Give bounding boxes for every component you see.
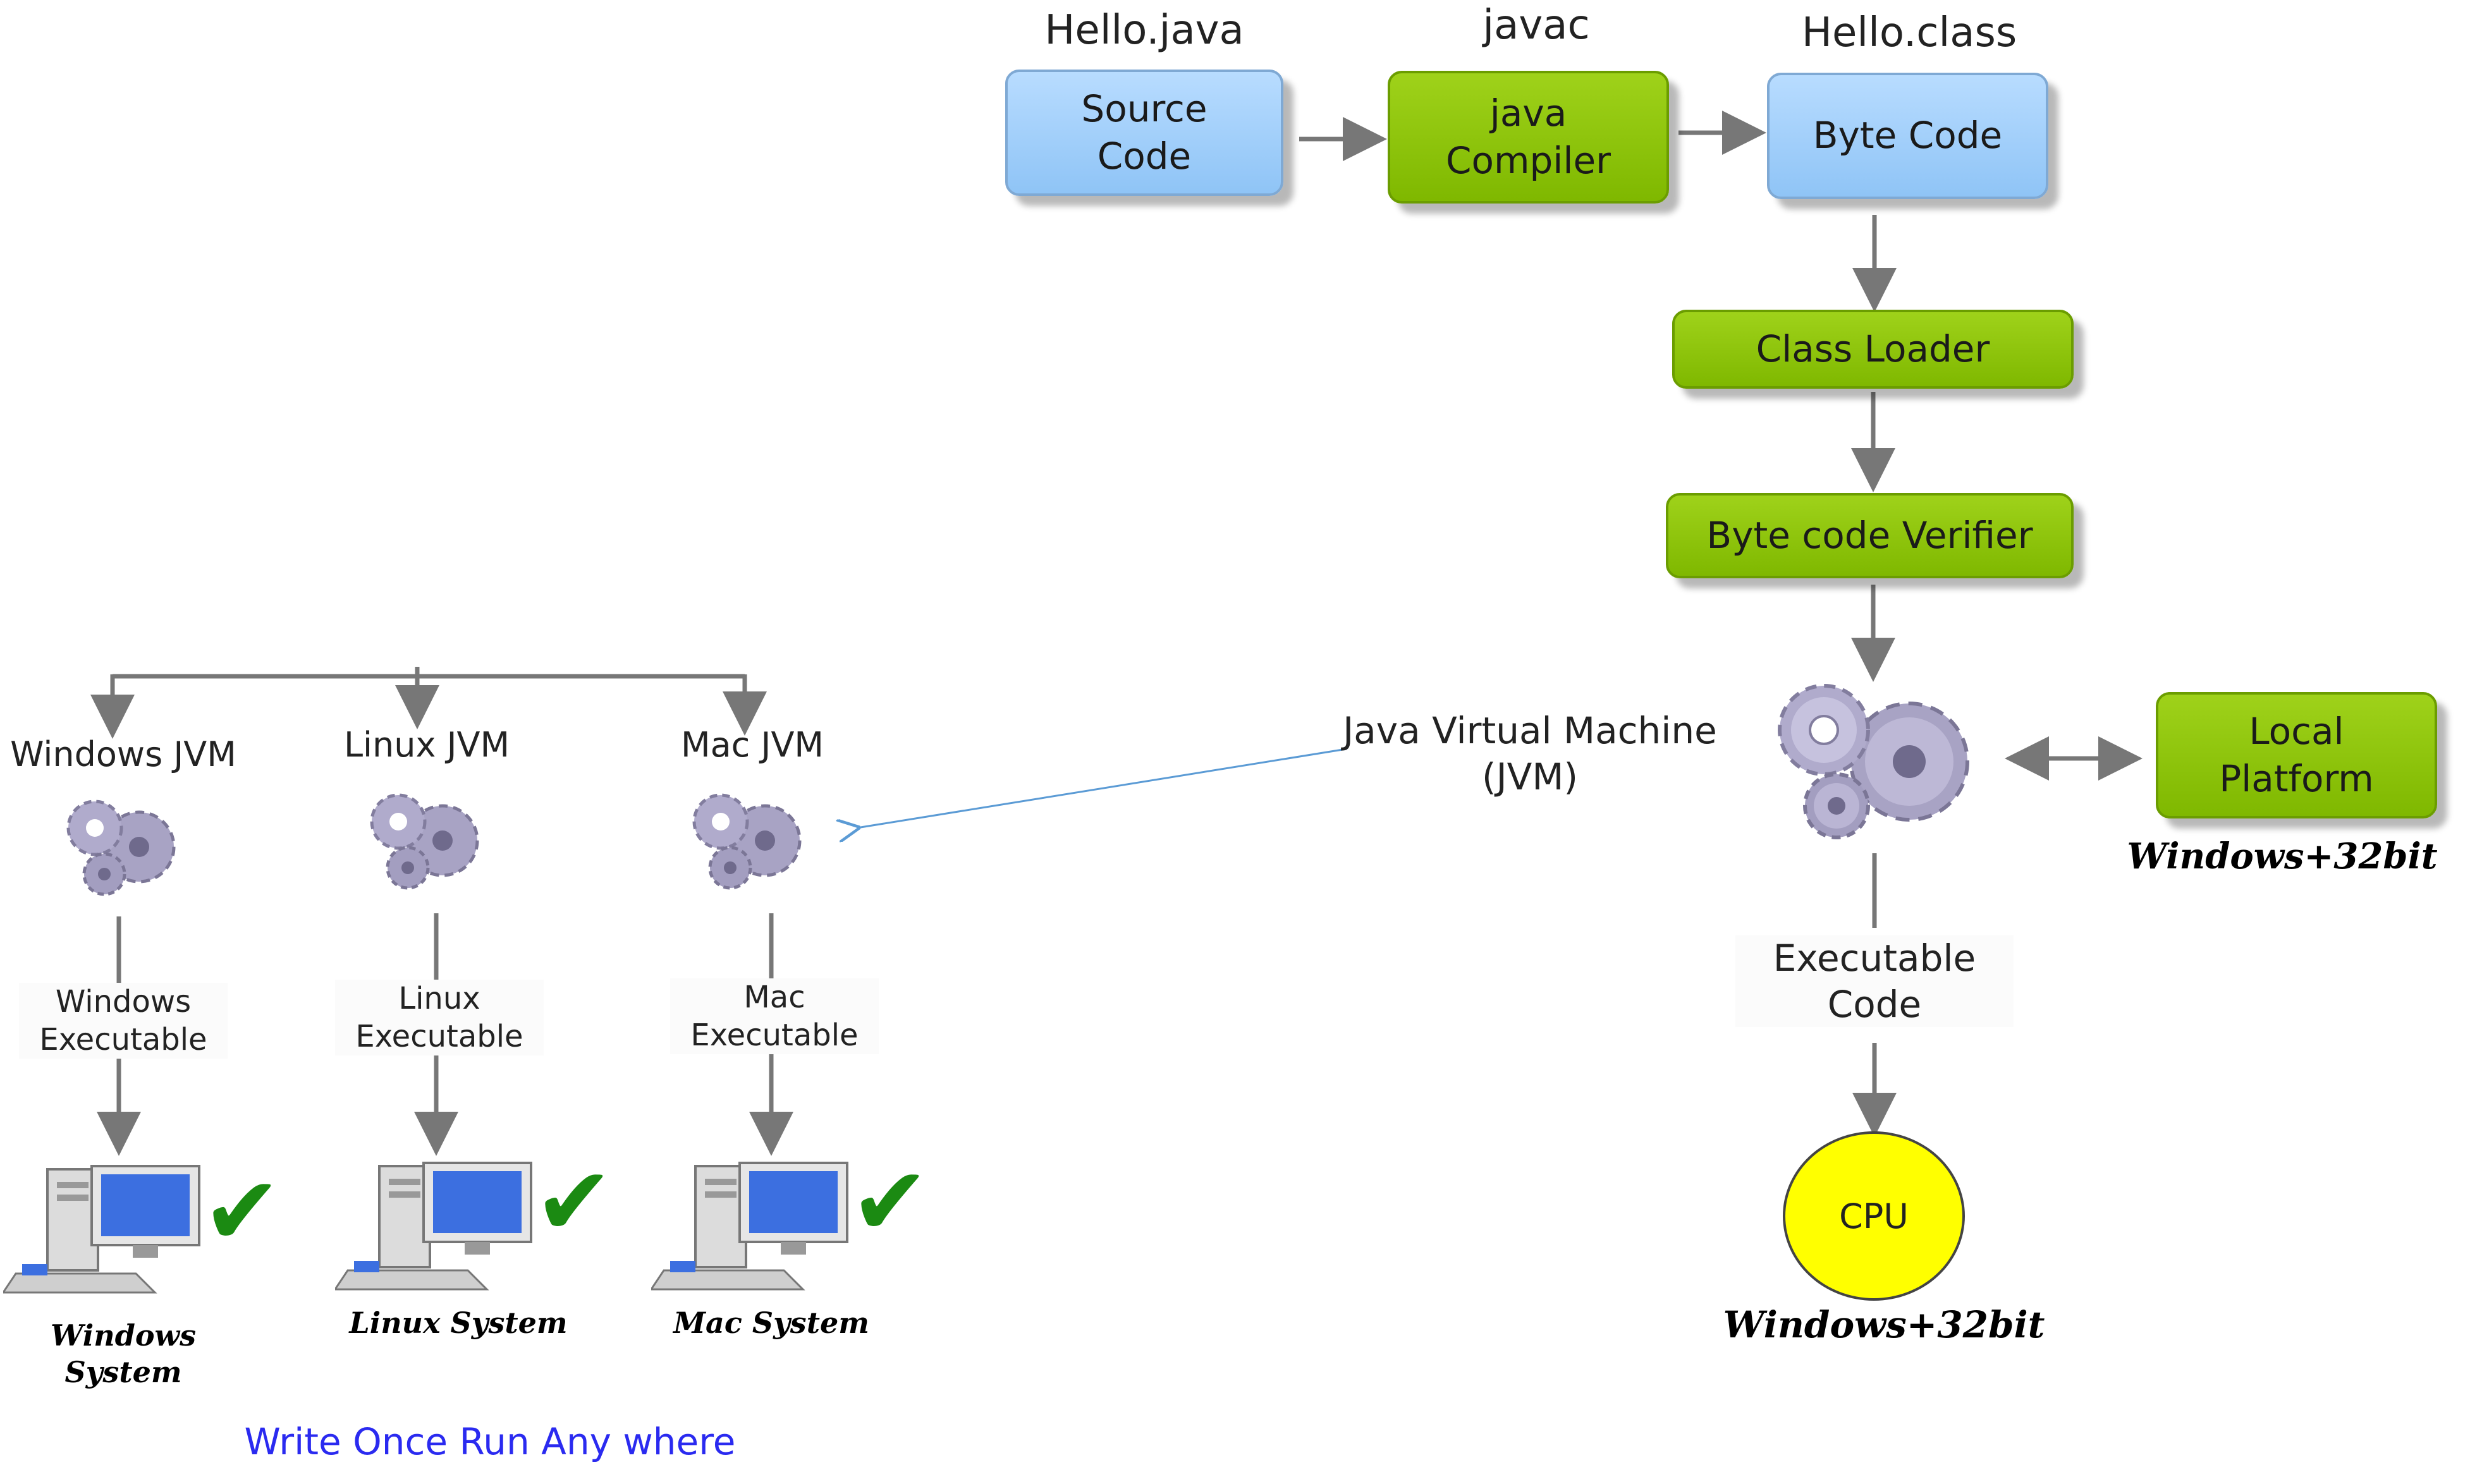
java-compiler-label: java Compiler <box>1445 91 1611 182</box>
gear-large <box>1849 702 1969 822</box>
java-compiler-box: java Compiler <box>1388 71 1669 204</box>
linux-system-caption: Linux System <box>349 1306 568 1340</box>
windows-executable-label: Windows Executable <box>19 983 228 1059</box>
byte-code-label: Byte Code <box>1813 114 2003 157</box>
linux-check-icon: ✔ <box>534 1147 614 1257</box>
local-platform-label: Local Platform <box>2219 709 2374 800</box>
windows-jvm-gears-icon <box>66 800 176 896</box>
class-loader-label: Class Loader <box>1756 327 1990 370</box>
compiler-file-label: javac <box>1483 2 1590 49</box>
gear-bottom <box>1803 772 1870 839</box>
mac-executable-label: Mac Executable <box>670 978 879 1054</box>
cpu-label: CPU <box>1839 1196 1909 1236</box>
linux-jvm-gears-icon <box>370 793 479 890</box>
windows-check-icon: ✔ <box>202 1157 282 1267</box>
bytecode-file-label: Hello.class <box>1801 9 2017 56</box>
executable-code-label: Executable Code <box>1735 935 2014 1027</box>
cpu-circle: CPU <box>1783 1131 1965 1301</box>
mac-computer-icon <box>651 1162 848 1291</box>
gear-top-left <box>1778 684 1870 776</box>
mac-check-icon: ✔ <box>850 1147 930 1257</box>
cpu-caption: Windows+32bit <box>1723 1303 2045 1346</box>
linux-jvm-label: Linux JVM <box>343 725 510 765</box>
windows-computer-icon <box>3 1165 200 1294</box>
jvm-label: Java Virtual Machine (JVM) <box>1343 709 1717 798</box>
source-file-label: Hello.java <box>1044 7 1244 54</box>
jvm-gears-icon <box>1778 684 1969 839</box>
windows-system-caption: Windows System <box>50 1318 197 1389</box>
class-loader-box: Class Loader <box>1672 310 2074 389</box>
local-platform-box: Local Platform <box>2156 692 2437 818</box>
byte-code-verifier-label: Byte code Verifier <box>1706 513 2033 557</box>
source-code-box: Source Code <box>1005 70 1283 196</box>
source-code-label: Source Code <box>1081 87 1207 178</box>
local-platform-caption: Windows+32bit <box>2127 836 2438 877</box>
windows-jvm-label: Windows JVM <box>10 734 236 774</box>
mac-system-caption: Mac System <box>673 1306 869 1340</box>
slogan-text: Write Once Run Any where <box>244 1420 736 1463</box>
arrow-jvm-to-platforms <box>857 748 1347 828</box>
byte-code-verifier-box: Byte code Verifier <box>1666 493 2074 578</box>
mac-jvm-gears-icon <box>692 793 802 890</box>
byte-code-box: Byte Code <box>1767 73 2048 199</box>
mac-jvm-label: Mac JVM <box>681 725 824 765</box>
linux-executable-label: Linux Executable <box>335 980 544 1055</box>
linux-computer-icon <box>335 1162 532 1291</box>
